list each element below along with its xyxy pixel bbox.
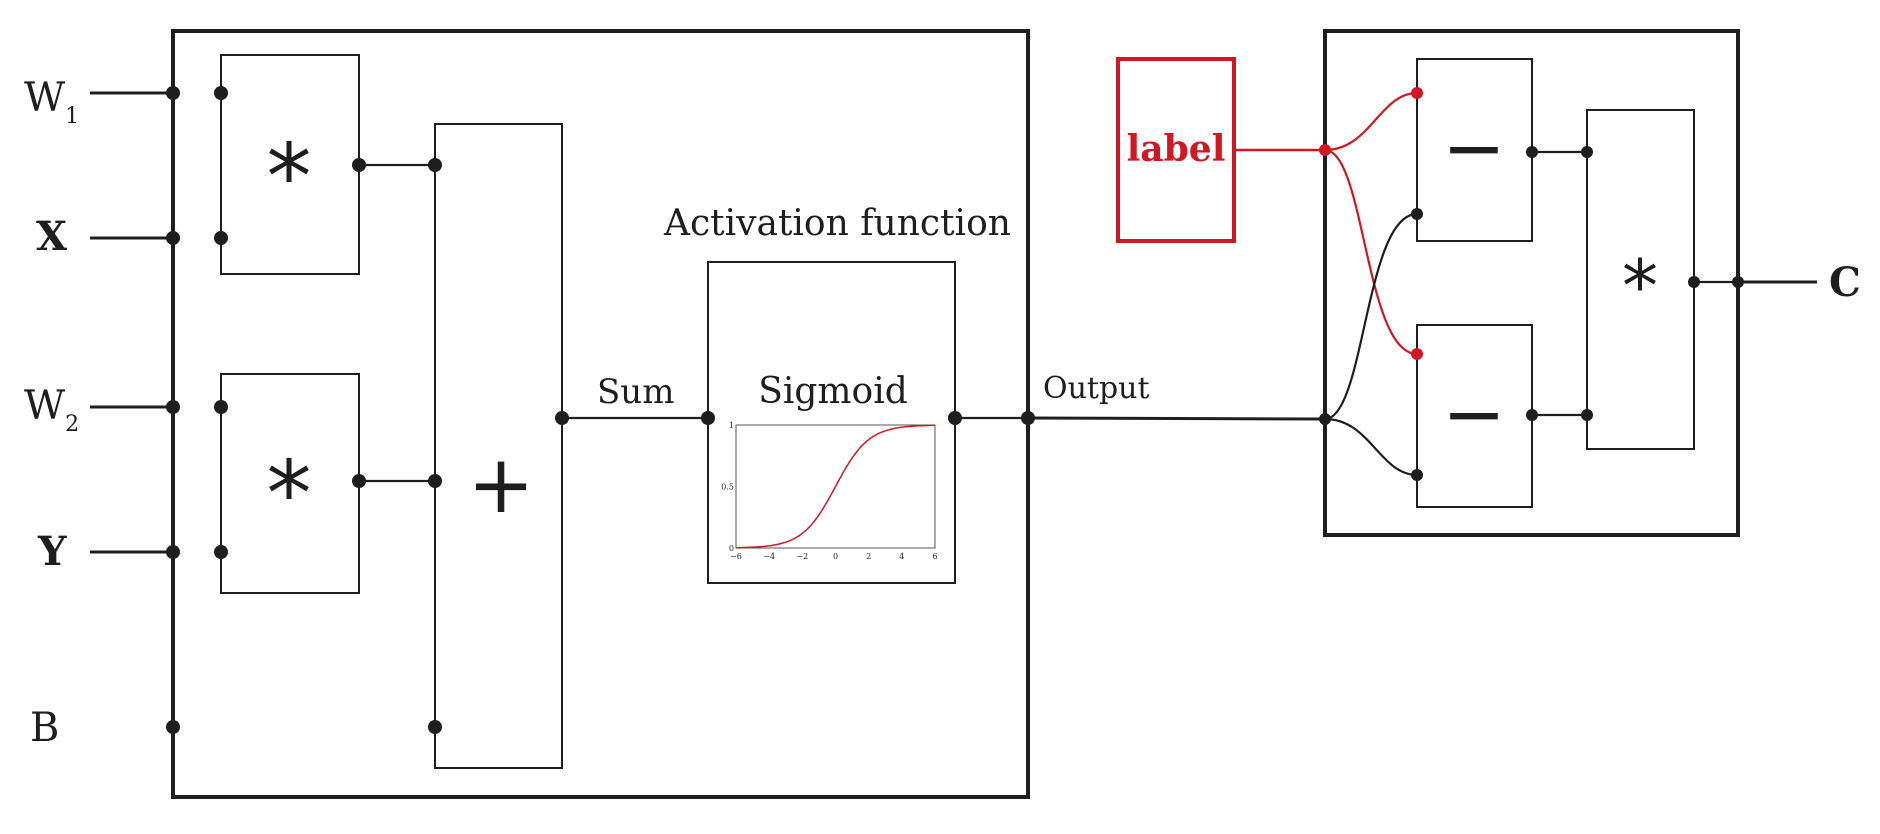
wire-label-to-sub2 [1324,148,1418,356]
cost-port-label [1319,144,1331,156]
sigmoid-y-tick: 0.5 [721,483,734,492]
activation-out [948,411,962,425]
sigmoid-x-tick: 6 [932,552,937,561]
sub2-out [1526,409,1538,421]
sigmoid-x-tick: 4 [899,552,904,561]
sub2-in-top [1411,348,1423,360]
cost-label: C [1829,259,1861,306]
mul3-out [1688,276,1700,288]
mul2-in-top [214,400,228,414]
activation-in [701,411,715,425]
port-w2 [166,400,180,414]
add-symbol: + [467,438,534,531]
wire-output-to-sub1 [1324,212,1418,421]
sigmoid-x-tick: −6 [730,552,742,561]
input-x-label: X [36,213,67,260]
mul2-out [352,474,366,488]
sigmoid-curve [736,424,935,549]
input-b-label: B [30,705,59,751]
wire-output [1027,416,1326,421]
sigmoid-x-tick: 2 [866,552,871,561]
cost-port-output [1319,413,1331,425]
input-y-label: Y [37,528,67,575]
sub1-out [1526,146,1538,158]
sigmoid-y-tick: 1 [729,421,734,430]
add-in-middle [428,474,442,488]
sub2-in-bottom [1411,469,1423,481]
sub1-in-top [1411,87,1423,99]
mul2-in-bottom [214,545,228,559]
subtract-1-symbol: − [1442,103,1506,192]
multiply-3-symbol: * [1622,244,1658,328]
sigmoid-label: Sigmoid [758,371,908,412]
add-block [434,123,563,769]
connection-dots [166,86,1744,734]
wire-output-to-sub2 [1324,417,1418,477]
add-in-bottom [428,720,442,734]
activation-block [707,261,956,584]
wire-label-to-sub1 [1324,91,1418,152]
port-output [1021,411,1035,425]
multiply-1-symbol: * [267,125,312,230]
sigmoid-y-tick: 0 [729,544,734,553]
output-label: Output [1043,371,1150,406]
multiply-2-symbol: * [267,442,312,547]
sigmoid-x-tick: 0 [833,552,838,561]
port-cost [1732,276,1744,288]
sigmoid-x-tick: −2 [796,552,808,561]
mul1-out [352,158,366,172]
subtract-2-symbol: − [1442,369,1506,458]
label-text: label [1127,128,1226,170]
sigmoid-plot-frame [735,424,936,549]
port-b [166,720,180,734]
input-w2-label: W2 [24,383,79,437]
mul3-in-top [1581,146,1593,158]
mul3-in-bottom [1581,409,1593,421]
mul1-in-top [214,86,228,100]
input-w1-label: W1 [24,75,79,129]
port-w1 [166,86,180,100]
add-out [555,411,569,425]
activation-function-title: Activation function [663,203,1011,244]
add-in-top [428,158,442,172]
sum-label: Sum [597,372,674,412]
sub1-in-bottom [1411,208,1423,220]
sigmoid-plot: −6 −4 −2 0 2 4 6 0 0.5 1 [721,421,937,561]
sigmoid-x-tick: −4 [763,552,775,561]
mul1-in-bottom [214,231,228,245]
port-x [166,231,180,245]
port-y [166,545,180,559]
